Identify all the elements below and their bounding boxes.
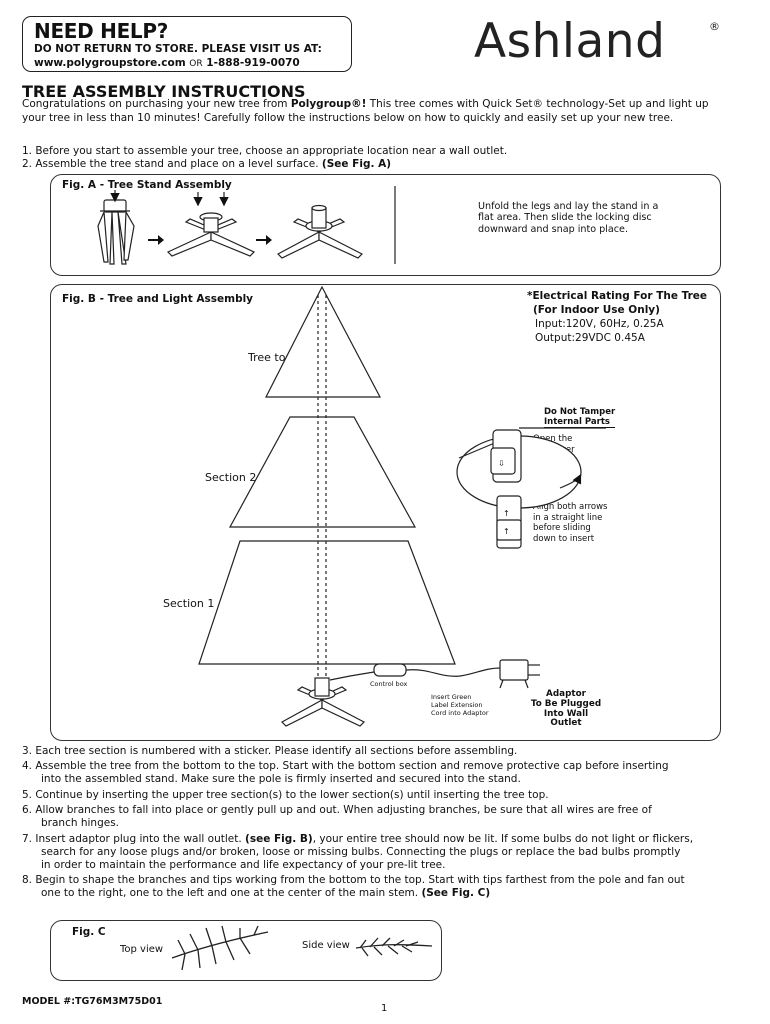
or-text: OR <box>189 59 203 69</box>
fig-a-title: Fig. A - Tree Stand Assembly <box>62 179 232 191</box>
rating-output: Output:29VDC 0.45A <box>535 332 645 344</box>
top-view-label: Top view <box>120 944 164 955</box>
help-box: NEED HELP? DO NOT RETURN TO STORE. PLEAS… <box>22 16 352 72</box>
step-8: 8. Begin to shape the branches and tips … <box>22 873 685 899</box>
support-phone: 1-888-919-0070 <box>206 57 300 69</box>
model-number: MODEL #:TG76M3M75D01 <box>22 996 163 1007</box>
fig-a-ref: (See Fig. A) <box>321 158 392 170</box>
step-5: 5. Continue by inserting the upper tree … <box>22 788 549 801</box>
control-box-label: Control box <box>370 680 408 688</box>
fig-a-box <box>50 174 721 276</box>
label-section-2: Section 2 <box>205 471 257 484</box>
help-contact: www.polygroupstore.com OR 1-888-919-0070 <box>34 57 300 69</box>
label-tree-top: Tree top <box>248 351 293 364</box>
rating-title: *Electrical Rating For The Tree <box>527 290 708 302</box>
support-url[interactable]: www.polygroupstore.com <box>34 57 186 69</box>
registered-mark: ® <box>709 20 720 33</box>
fig-c-ref: (See Fig. C) <box>421 886 491 899</box>
help-notice: DO NOT RETURN TO STORE. PLEASE VISIT US … <box>34 43 322 55</box>
page-number: 1 <box>381 1003 388 1014</box>
fig-c-title: Fig. C <box>72 926 106 938</box>
rating-subtitle: (For Indoor Use Only) <box>533 304 660 316</box>
side-view-label: Side view <box>302 940 350 951</box>
help-title: NEED HELP? <box>34 19 169 43</box>
brand-logo: Ashland <box>474 14 666 69</box>
step-2: 2. Assemble the tree stand and place on … <box>22 158 392 170</box>
page-title: TREE ASSEMBLY INSTRUCTIONS <box>22 82 306 101</box>
fig-b-title: Fig. B - Tree and Light Assembly <box>62 293 254 305</box>
rating-input: Input:120V, 60Hz, 0.25A <box>535 318 664 330</box>
fig-b-ref: (see Fig. B) <box>245 832 313 845</box>
steps-list: 3. Each tree section is numbered with a … <box>22 745 747 902</box>
intro-paragraph: Congratulations on purchasing your new t… <box>22 98 709 124</box>
company-name: Polygroup®! <box>290 98 367 110</box>
fig-a-description: Unfold the legs and lay the stand in a f… <box>478 201 659 235</box>
step-7: 7. Insert adaptor plug into the wall out… <box>22 832 694 871</box>
fig-b-box <box>50 284 721 741</box>
label-section-1: Section 1 <box>163 597 215 610</box>
step-6: 6. Allow branches to fall into place or … <box>22 804 652 830</box>
step-4: 4. Assemble the tree from the bottom to … <box>22 760 669 786</box>
electrical-rating: *Electrical Rating For The Tree (For Ind… <box>527 289 707 345</box>
step-3: 3. Each tree section is numbered with a … <box>22 745 518 757</box>
fig-c-box <box>50 920 442 981</box>
step-1: 1. Before you start to assemble your tre… <box>22 145 508 157</box>
